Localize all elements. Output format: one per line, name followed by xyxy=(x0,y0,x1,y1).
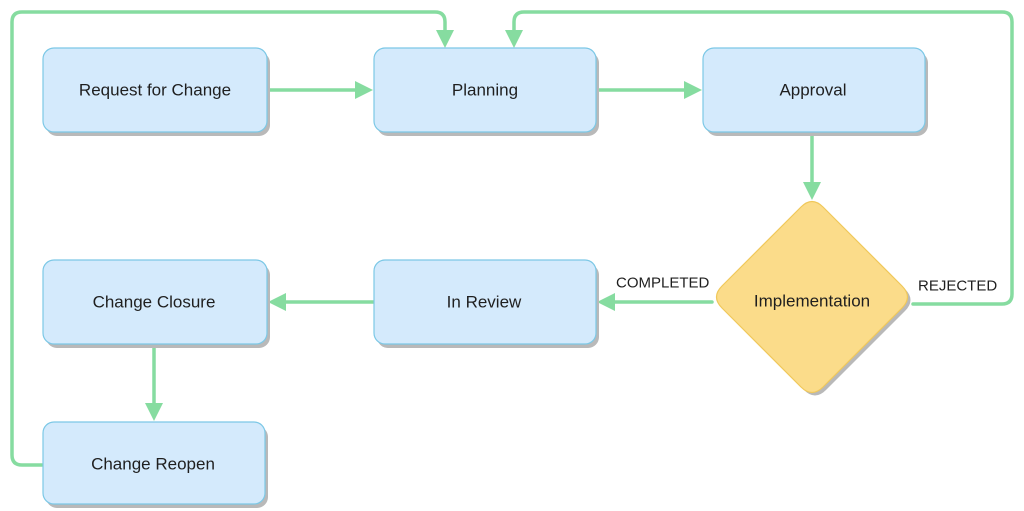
node-approval[interactable]: Approval xyxy=(702,47,928,136)
node-box xyxy=(42,47,268,133)
node-label-closure: Change Closure xyxy=(93,293,216,312)
node-implementation[interactable]: Implementation xyxy=(715,200,911,396)
arrowhead-planning-top-right xyxy=(505,30,523,48)
arrowhead-planning-left xyxy=(355,81,373,99)
node-change-closure[interactable]: Change Closure xyxy=(42,259,270,348)
node-label-planning: Planning xyxy=(452,81,518,100)
edge-reopen-to-planning xyxy=(10,10,447,467)
node-box xyxy=(373,259,597,345)
node-box xyxy=(42,259,268,345)
arrowhead-reopen-top xyxy=(145,403,163,421)
node-label-approval: Approval xyxy=(779,81,846,100)
arrowhead-approval-left xyxy=(684,81,702,99)
node-planning[interactable]: Planning xyxy=(373,47,599,136)
node-label-reopen: Change Reopen xyxy=(91,455,215,474)
arrowhead-planning-top-left xyxy=(436,30,454,48)
edge-label-completed: COMPLETED xyxy=(616,275,710,292)
node-change-reopen[interactable]: Change Reopen xyxy=(42,421,268,508)
node-box xyxy=(373,47,597,133)
node-request-for-change[interactable]: Request for Change xyxy=(42,47,270,136)
node-in-review[interactable]: In Review xyxy=(373,259,599,348)
arrowhead-closure-right xyxy=(268,293,286,311)
arrowhead-implementation-top xyxy=(803,182,821,200)
edge-label-rejected: REJECTED xyxy=(918,278,997,295)
node-diamond xyxy=(715,200,909,394)
node-box xyxy=(42,421,266,505)
node-label-review: In Review xyxy=(447,293,522,312)
edge-implementation-to-planning xyxy=(512,10,1014,306)
node-label-implementation: Implementation xyxy=(754,292,870,311)
arrowhead-review-right xyxy=(597,293,615,311)
edges xyxy=(10,10,1014,467)
node-label-request: Request for Change xyxy=(79,81,231,100)
node-box xyxy=(702,47,926,133)
